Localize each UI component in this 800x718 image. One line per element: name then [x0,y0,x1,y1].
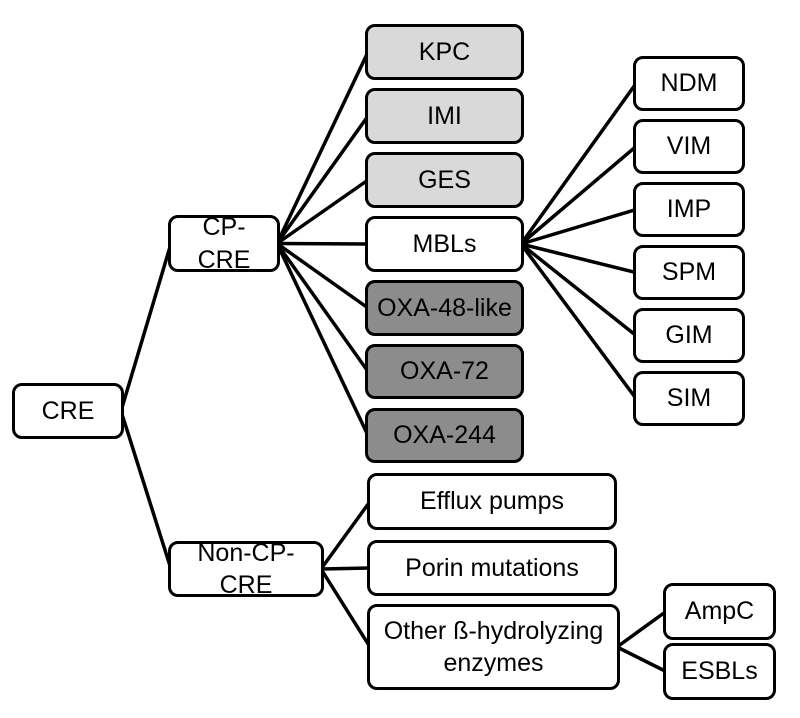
node-imp: IMP [633,182,745,237]
node-non-cp-cre: Non-CP-CRE [168,539,324,599]
edge-mbls-spm [520,242,637,275]
edge-other-ampc [615,610,668,649]
node-oxa-244: OXA-244 [365,408,524,463]
edge-non_cp_cre-porin [320,566,371,571]
edge-non_cp_cre-efflux [319,500,372,571]
edge-cp_cre-ges [275,178,370,245]
node-cre: CRE [12,383,124,439]
node-spm: SPM [633,245,745,300]
edge-other-esbls [616,645,667,674]
edge-mbls-ndm [519,82,638,246]
node-efflux-pumps: Efflux pumps [367,473,617,530]
node-ndm: NDM [633,56,745,111]
node-gim: GIM [633,308,745,363]
node-esbls: ESBLs [663,643,776,700]
node-porin-mutations: Porin mutations [367,540,617,596]
node-other-b-hydrolyzing-enzymes: Other ß-hydrolyzing enzymes [367,604,620,690]
edge-mbls-gim [519,242,638,337]
edge-cp_cre-imi [275,114,370,245]
node-oxa-72: OXA-72 [365,344,524,399]
node-mbls: MBLs [365,216,524,272]
edge-cre-non_cp_cre [119,410,173,570]
edge-mbls-vim [519,145,638,246]
node-ampc: AmpC [663,583,776,640]
edge-cp_cre-oxa72 [275,242,370,373]
edge-mbls-imp [520,207,637,246]
node-kpc: KPC [365,24,524,80]
edge-cp_cre-oxa244 [275,242,370,437]
edge-mbls-sim [519,242,638,400]
node-sim: SIM [633,371,745,426]
node-vim: VIM [633,119,745,174]
node-imi: IMI [365,88,524,144]
node-cp-cre: CP-CRE [168,213,280,274]
edge-non_cp_cre-other [319,568,372,648]
node-ges: GES [365,152,524,208]
edge-cp_cre-mbls [276,241,369,246]
edge-cp_cre-kpc [275,51,370,245]
node-oxa-48-like: OXA-48-like [365,280,524,336]
edge-cp_cre-oxa48 [275,242,370,310]
edge-cre-cp_cre [119,242,173,412]
